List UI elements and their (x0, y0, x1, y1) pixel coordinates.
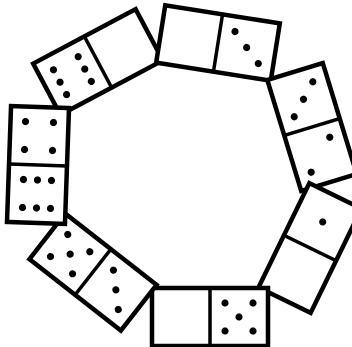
domino-tile-outline (259, 183, 352, 313)
pip (235, 313, 242, 320)
pip (221, 327, 228, 334)
pip (249, 299, 256, 306)
domino-divider (9, 164, 67, 166)
domino-lower-left (29, 213, 156, 330)
domino-lower-right (259, 183, 352, 313)
domino-upper-right (267, 63, 352, 191)
domino-bottom (152, 288, 268, 346)
pip (221, 299, 228, 306)
domino-ring (7, 5, 352, 346)
domino-left (7, 106, 69, 224)
pip (249, 327, 256, 334)
domino-top-left (33, 9, 163, 115)
domino-top (156, 5, 280, 80)
